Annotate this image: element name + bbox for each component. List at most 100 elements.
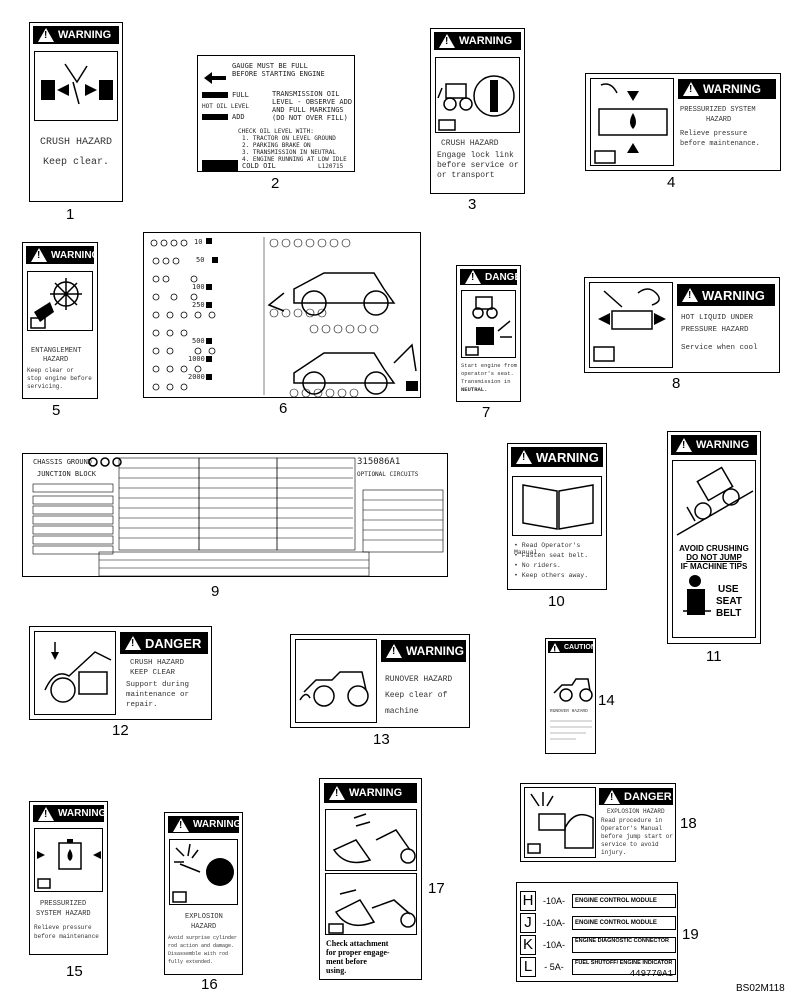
decal-5-signal: WARNING [51, 249, 98, 261]
fuse-row: L - 5A- FUEL SHUTOFF/ ENGINE INDICATOR [520, 957, 676, 977]
decal-2-r3: AND FULL MARKINGS [272, 106, 344, 114]
decal-16-l5: Disassemble with rod [168, 951, 229, 957]
warning-triangle-icon [683, 82, 699, 96]
decal-17-l3: ment before [326, 957, 367, 966]
decal-7-l3: Transmission in [461, 378, 511, 385]
decal-9-optional: OPTIONAL CIRCUITS [357, 471, 419, 478]
decal-10-b3: • No riders. [514, 562, 561, 569]
decal-12: DANGER CRUSH HAZARD KEEP CLEAR Support d… [29, 626, 212, 720]
fuse-description: FUEL SHUTOFF/ ENGINE INDICATOR [572, 959, 676, 975]
decal-17-signal: WARNING [349, 787, 403, 799]
decal-17-pictogram-bottom [325, 873, 417, 935]
decal-14-number: 14 [598, 692, 615, 709]
decal-7: DANGER Start engine from operator's seat… [456, 265, 521, 402]
decal-16-pictogram [169, 839, 238, 905]
decal-2-c4: 4. ENGINE RUNNING AT LOW IDLE [242, 156, 347, 163]
lube-interval-2000: 2000 [188, 373, 205, 381]
attachment-fall-icon [332, 813, 416, 864]
decal-5: WARNING ENTANGLEMENT HAZARD Keep clear o… [22, 242, 98, 399]
decal-2-line2: BEFORE STARTING ENGINE [232, 70, 325, 78]
decal-11-signal: WARNING [696, 439, 750, 451]
decal-12-l3: Support during [126, 681, 190, 689]
decal-7-l4: NEUTRAL. [461, 386, 488, 393]
decal-11-l2: DO NOT JUMP [686, 553, 742, 562]
decal-7-number: 7 [482, 404, 491, 421]
decal-5-header: WARNING [26, 246, 97, 264]
warning-triangle-icon [439, 34, 455, 48]
decal-18-l6: injury. [601, 849, 627, 856]
decal-7-header: DANGER [460, 269, 520, 285]
decal-12-header: DANGER [120, 632, 208, 654]
manual-book-icon [522, 484, 594, 530]
decal-15-l1: PRESSURIZED [40, 900, 87, 908]
warning-triangle-icon [386, 644, 402, 658]
decal-12-pictogram [34, 631, 116, 715]
fuse-letter: H [520, 891, 536, 911]
pressure-icon [594, 83, 668, 164]
fuse-row: H -10A- ENGINE CONTROL MODULE [520, 891, 676, 911]
decal-11-l5: SEAT [716, 596, 742, 607]
decal-5-l2: HAZARD [43, 356, 69, 364]
decal-2-r1: TRANSMISSION OIL [272, 90, 340, 98]
warning-triangle-icon [329, 786, 345, 800]
decal-16-signal: WARNING [193, 819, 242, 830]
decal-9-part: 315086A1 [357, 457, 401, 467]
decal-5-l5: servicing. [27, 383, 64, 390]
decal-11-pictogram [672, 460, 756, 638]
decal-18: DANGER EXPLOSION HAZARD Read procedure i… [520, 783, 676, 862]
decal-4-number: 4 [667, 174, 676, 191]
fuse-chart [32, 457, 444, 576]
decal-13-header: WARNING [381, 640, 466, 662]
fuse-rating: - 5A- [544, 962, 564, 972]
decal-12-l1: CRUSH HAZARD [130, 659, 185, 667]
decal-18-signal: DANGER [624, 790, 672, 803]
decal-4-l2: HAZARD [706, 116, 732, 124]
decal-15-l3: Relieve pressure [34, 924, 92, 931]
decal-4-header: WARNING [678, 79, 776, 99]
loader-lock-icon [437, 75, 515, 131]
decal-16-l3: Avoid surprise cylinder [168, 935, 238, 941]
decal-6-number: 6 [279, 400, 288, 417]
decal-8-l2: PRESSURE HAZARD [681, 326, 749, 334]
decal-11-header: WARNING [671, 435, 757, 455]
caution-triangle-icon [550, 642, 560, 656]
decal-3-number: 3 [468, 196, 477, 213]
rollover-seatbelt-icon [676, 466, 754, 615]
decal-1-number: 1 [66, 206, 75, 223]
fuse-description: ENGINE CONTROL MODULE [572, 916, 676, 930]
decal-11-l1: AVOID CRUSHING [679, 544, 749, 553]
decal-16-l4: rod action and damage. [168, 943, 235, 949]
decal-4: WARNING PRESSURIZED SYSTEM HAZARD Reliev… [585, 73, 781, 171]
decal-2-line1: GAUGE MUST BE FULL [232, 62, 308, 70]
warning-triangle-icon [682, 288, 698, 302]
decal-13-l2: Keep clear of [385, 691, 448, 700]
lubrication-chart [150, 237, 418, 397]
decal-17-number: 17 [428, 880, 445, 897]
figure-id: BS02M118 [736, 983, 785, 994]
decal-1-signal: WARNING [58, 29, 112, 41]
decal-19-number: 19 [682, 926, 699, 943]
decal-2-hot: HOT OIL LEVEL [202, 103, 249, 110]
warning-triangle-icon [31, 248, 47, 262]
lube-interval-250: 250 [192, 301, 205, 309]
fuse-description: ENGINE CONTROL MODULE [572, 894, 676, 908]
decal-3-l3: before service or [437, 161, 519, 170]
decal-13-signal: WARNING [406, 644, 464, 658]
fuse-letter: L [520, 957, 536, 977]
decal-4-l3: Relieve pressure [680, 130, 748, 138]
decal-17-l1: Check attachment [326, 939, 389, 948]
fuse-description: ENGINE DIAGNOSTIC CONNECTOR [572, 937, 676, 953]
decal-2-cold: COLD OIL [242, 162, 276, 170]
decal-16-l6: fully extended. [168, 959, 214, 965]
decal-15-l2: SYSTEM HAZARD [36, 910, 91, 918]
decal-7-signal: DANGER [485, 271, 521, 283]
decal-18-l3: Operator's Manual [601, 825, 663, 832]
decal-3-header: WARNING [434, 32, 521, 50]
decal-4-l4: before maintenance. [680, 140, 760, 148]
decal-16-l1: EXPLOSION [185, 913, 223, 921]
decal-13-number: 13 [373, 731, 390, 748]
warning-triangle-icon [516, 450, 532, 464]
decal-15: WARNING PRESSURIZED SYSTEM HAZARD Reliev… [29, 801, 108, 955]
decal-8-l1: HOT LIQUID UNDER [681, 314, 754, 322]
decal-8-pictogram [589, 282, 673, 368]
